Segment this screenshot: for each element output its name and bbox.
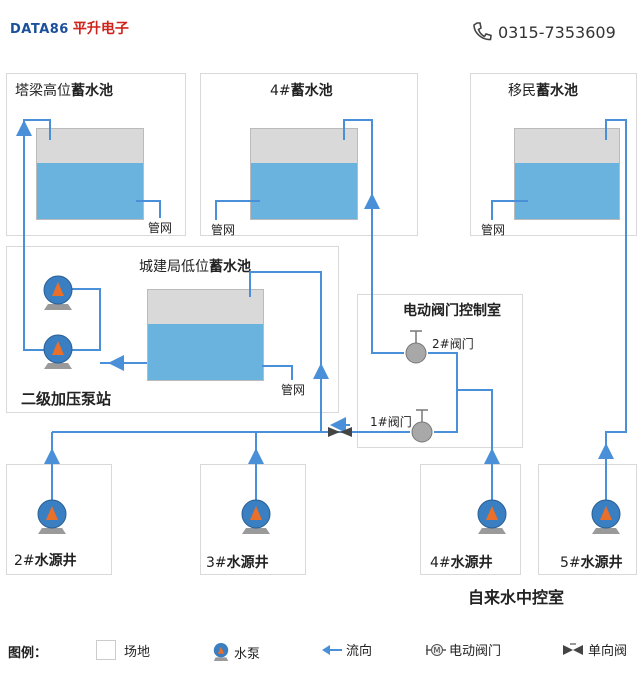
legend-motor-valve: M 电动阀门 — [425, 640, 501, 659]
pump-icon — [213, 643, 229, 661]
motor-valve-icon: M — [426, 643, 446, 656]
pipe-net-label: 管网 — [148, 221, 173, 235]
phone-number: 0315-7353609 — [472, 21, 616, 43]
title-yimin: 移民蓄水池 — [508, 83, 578, 99]
title-pump-station: 二级加压泵站 — [21, 390, 112, 408]
legend-check-valve: 单向阀 — [562, 640, 627, 659]
check-valve — [328, 427, 352, 437]
phone-icon — [473, 22, 492, 41]
well-5-label: 5#水源井 — [560, 555, 623, 571]
svg-text:M: M — [434, 646, 441, 655]
tank-yimin — [514, 128, 620, 220]
pipe-net-label: 管网 — [211, 223, 236, 237]
well-3-label: 3#水源井 — [206, 555, 269, 571]
control-room-label: 自来水中控室 — [468, 588, 565, 607]
valve-1-label: 1#阀门 — [370, 415, 412, 429]
valve-2-label: 2#阀门 — [432, 337, 474, 351]
legend-flow: 流向 — [322, 640, 372, 659]
tank-tagoliang — [36, 128, 144, 220]
tank-chengjian — [147, 289, 264, 381]
pipe-net-label: 管网 — [281, 383, 306, 397]
title-no4: 4#蓄水池 — [270, 83, 333, 99]
well-4-label: 4#水源井 — [430, 555, 493, 571]
title-tagoliang: 塔梁高位蓄水池 — [15, 83, 113, 99]
title-valve-room: 电动阀门控制室 — [403, 303, 501, 319]
site-square-icon — [96, 640, 116, 660]
flow-arrow-icon — [322, 644, 342, 655]
well-2-label: 2#水源井 — [14, 553, 77, 569]
title-chengjian: 城建局低位蓄水池 — [139, 259, 251, 275]
check-valve-icon — [563, 642, 583, 655]
tank-no4 — [250, 128, 358, 220]
legend-title: 图例： — [8, 646, 48, 661]
legend-pump: 水泵 — [212, 640, 260, 664]
legend-site: 场地 — [96, 640, 150, 660]
site-well-5 — [538, 464, 637, 575]
site-valve-room — [357, 294, 523, 448]
pipe-net-label: 管网 — [481, 223, 506, 237]
